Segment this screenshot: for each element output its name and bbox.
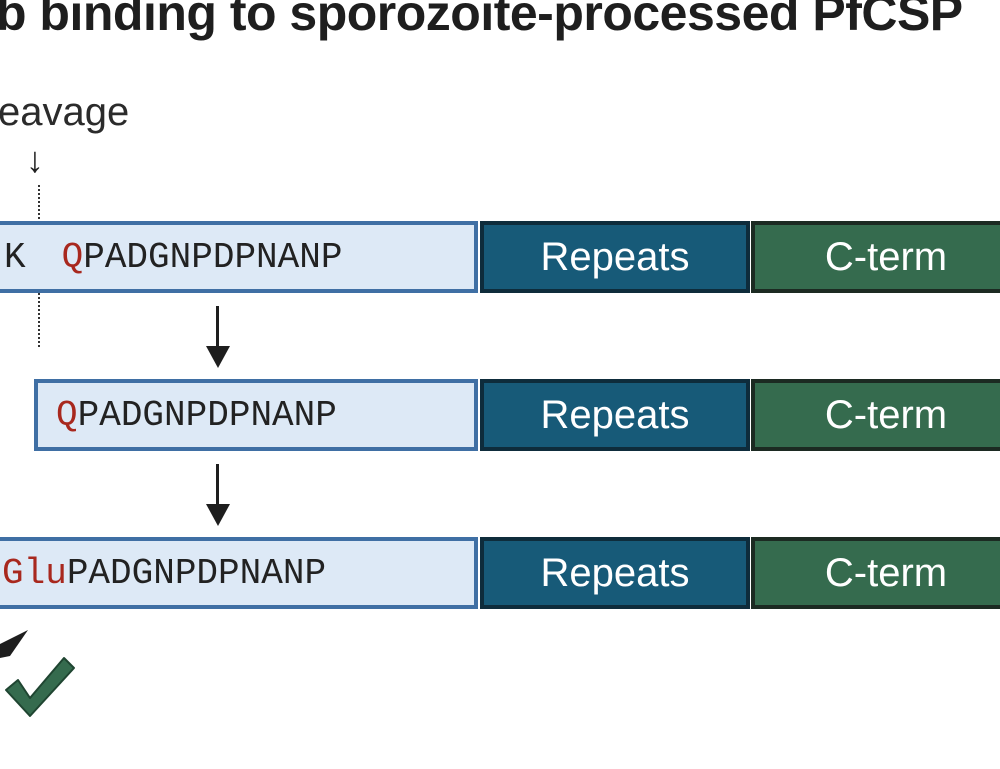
nterm-highlight-residue: Q: [61, 236, 84, 278]
nterm-sequence: PADGNPDPNANP: [77, 394, 337, 436]
antibody-fragment-icon: [0, 630, 28, 658]
nterm-segment-pyroglutamate: Glu PADGNPDPNANP: [0, 537, 478, 609]
cterm-segment: C-term: [751, 537, 1000, 609]
cterm-segment: C-term: [751, 379, 1000, 451]
nterm-sequence: PADGNPDPNANP: [66, 552, 327, 594]
nterm-segment-uncleaved: K Q PADGNPDPNANP: [0, 221, 478, 293]
repeats-segment: Repeats: [480, 221, 750, 293]
cleavage-arrow-icon: ↓: [26, 139, 44, 180]
nterm-segment-cleaved: Q PADGNPDPNANP: [34, 379, 478, 451]
repeats-segment: Repeats: [480, 379, 750, 451]
repeats-segment: Repeats: [480, 537, 750, 609]
nterm-sequence: PADGNPDPNANP: [83, 236, 343, 278]
cterm-segment: C-term: [751, 221, 1000, 293]
arrow-down-icon: [206, 464, 230, 526]
arrow-down-icon: [206, 306, 230, 368]
nterm-prefix-residue: K: [4, 236, 26, 278]
cleavage-label: eavage: [0, 90, 130, 134]
nterm-highlight-residue: Q: [56, 394, 78, 436]
nterm-highlight-residue: Glu: [2, 552, 67, 594]
figure-title: b binding to sporozoite-processed PfCSP: [0, 0, 963, 41]
checkmark-icon: [5, 657, 75, 717]
